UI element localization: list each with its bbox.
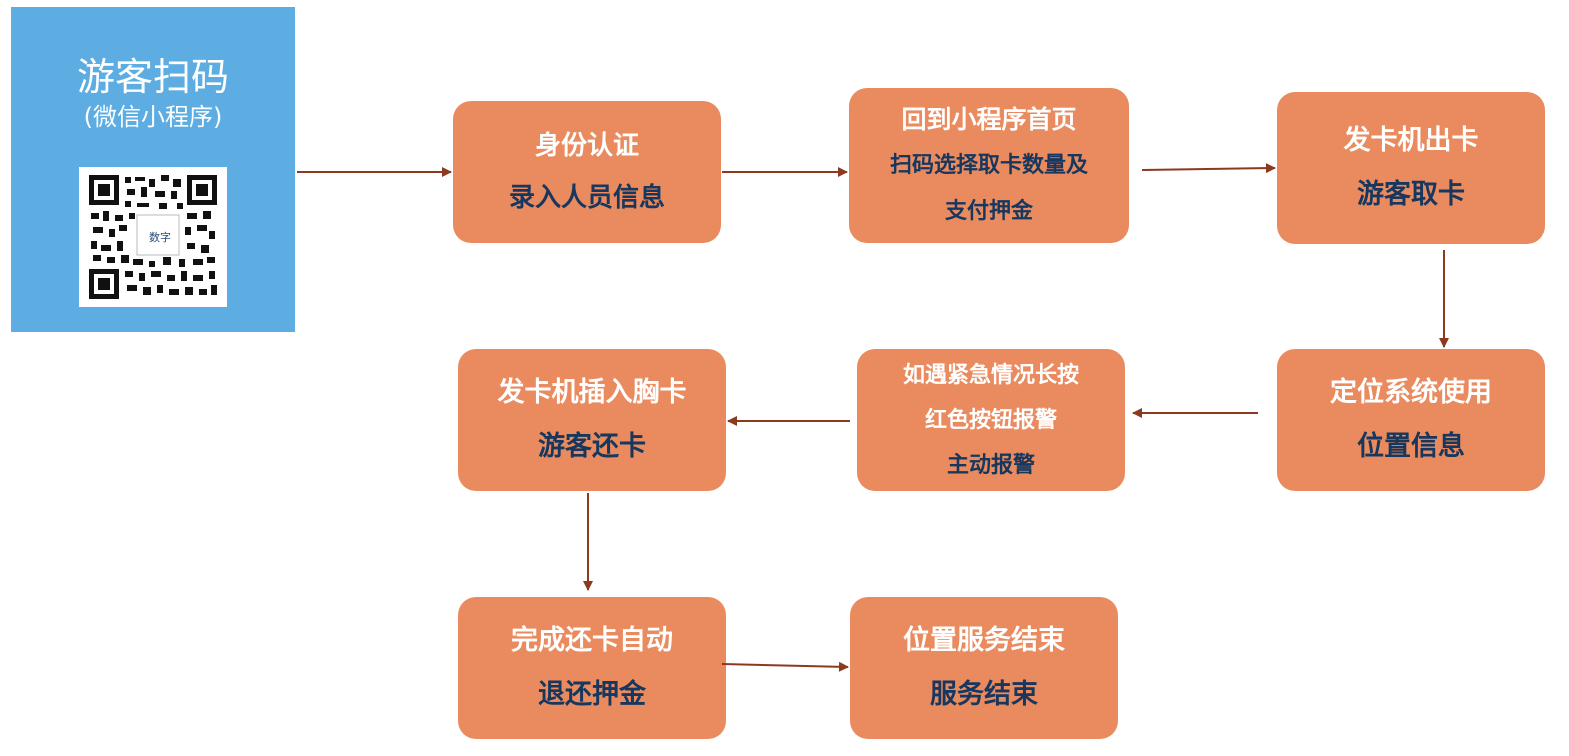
- qr-center-text: 数字: [149, 231, 171, 244]
- step-return-card: 发卡机插入胸卡 游客还卡: [458, 349, 726, 491]
- step-refund-detail: 退还押金: [538, 679, 646, 710]
- step-return-card-title: 发卡机插入胸卡: [497, 377, 687, 408]
- step-identity-detail: 录入人员信息: [508, 183, 665, 213]
- start-subtitle: (微信小程序): [83, 103, 223, 131]
- step-issue-card-title: 发卡机出卡: [1343, 125, 1479, 156]
- step-location-title: 定位系统使用: [1330, 377, 1492, 408]
- step-location-detail: 位置信息: [1357, 431, 1465, 462]
- step-refund: 完成还卡自动 退还押金: [458, 597, 726, 739]
- step-end: 位置服务结束 服务结束: [850, 597, 1118, 739]
- step-identity: 身份认证 录入人员信息: [453, 101, 721, 243]
- qr-code-icon: 数字: [79, 167, 227, 307]
- step-refund-title: 完成还卡自动: [511, 625, 673, 656]
- step-end-title: 位置服务结束: [903, 625, 1065, 656]
- step-alarm: 如遇紧急情况长按 红色按钮报警 主动报警: [857, 349, 1125, 491]
- step-location: 定位系统使用 位置信息: [1277, 349, 1545, 491]
- step-identity-title: 身份认证: [534, 131, 639, 161]
- step-home-detail: 扫码选择取卡数量及: [889, 152, 1088, 178]
- arrow-home-to-issue: [1141, 163, 1276, 174]
- step-issue-card-detail: 游客取卡: [1357, 179, 1465, 210]
- arrow-refund-to-end: [721, 661, 849, 672]
- step-alarm-detail: 红色按钮报警: [924, 407, 1057, 433]
- step-return-card-detail: 游客还卡: [538, 431, 646, 462]
- start-box: 游客扫码 (微信小程序): [11, 7, 295, 332]
- step-end-detail: 服务结束: [930, 679, 1038, 710]
- step-home: 回到小程序首页 扫码选择取卡数量及 支付押金: [849, 88, 1129, 243]
- step-alarm-title: 如遇紧急情况长按: [902, 362, 1079, 388]
- step-alarm-detail-2: 主动报警: [946, 452, 1035, 478]
- step-home-title: 回到小程序首页: [901, 104, 1077, 134]
- step-issue-card: 发卡机出卡 游客取卡: [1277, 92, 1545, 244]
- start-title: 游客扫码: [76, 55, 229, 99]
- step-home-detail-2: 支付押金: [944, 198, 1033, 224]
